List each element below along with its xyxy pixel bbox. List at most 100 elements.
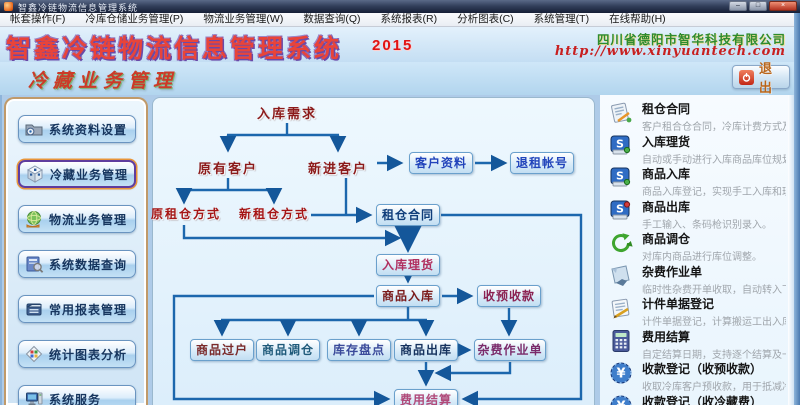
feature-rent-contract[interactable]: 租仓合同 客户租合仓合同，冷库计费方式及计费标准。 xyxy=(608,100,786,133)
flow-label-new-rent-mode: 新租仓方式 xyxy=(239,207,310,221)
company-url[interactable]: http://www.xinyuantech.com xyxy=(554,44,786,59)
s-box-red-icon: S xyxy=(610,200,631,220)
sidebar-item-system-data-setup[interactable]: 系统资料设置 xyxy=(18,115,136,143)
menu-data-query[interactable]: 数据查询(Q) xyxy=(303,13,361,25)
feature-inbound-tally[interactable]: S 入库理货 自动或手动进行入库商品库位规划。 xyxy=(608,133,786,166)
feature-desc: 临时性杂费开单收取，自动转入下期结算单。 xyxy=(642,285,786,296)
menu-cold-storage[interactable]: 冷库仓储业务管理(P) xyxy=(85,13,184,25)
sidebar-item-logistics[interactable]: 物流业务管理 xyxy=(18,205,136,233)
flow-label-existing-customer: 原有客户 xyxy=(197,162,258,177)
window-right-border xyxy=(794,13,800,405)
title-bar: 智鑫冷链物流信息管理系统 – □ × xyxy=(0,0,800,13)
panel-edge-strip xyxy=(788,95,794,405)
feature-desc: 计件单据登记，计算搬运工出入库工作量。 xyxy=(642,317,786,328)
feature-title: 商品出库 xyxy=(642,200,691,214)
menu-reports[interactable]: 系统报表(R) xyxy=(380,13,438,25)
feature-desc: 客户租合仓合同，冷库计费方式及计费标准。 xyxy=(642,122,786,133)
feature-piece-doc-register[interactable]: 计件单据登记 计件单据登记，计算搬运工出入库工作量。 xyxy=(608,295,786,328)
menu-system[interactable]: 系统管理(T) xyxy=(533,13,590,25)
chart-diamond-icon xyxy=(25,345,43,363)
flowchart-arrows xyxy=(172,123,583,405)
doc-pen-icon xyxy=(611,298,630,319)
folder-settings-icon xyxy=(25,124,43,136)
feature-title: 收款登记（收冷藏费） xyxy=(642,395,763,405)
banner-year: 2015 xyxy=(372,37,414,54)
sidebar-item-label: 系统服务 xyxy=(49,392,102,405)
window-title: 智鑫冷链物流信息管理系统 xyxy=(18,3,139,13)
feature-desc: 商品入库登记，实现手工入库和理货单导入。 xyxy=(642,187,786,198)
flow-box-stocktake[interactable]: 库存盘点 xyxy=(327,339,391,361)
exit-button[interactable]: 退出 xyxy=(732,62,790,96)
feature-desc: 收取冷库客户预收款，用于抵减冷藏费用。 xyxy=(642,382,786,393)
feature-goods-outbound[interactable]: S 商品出库 手工输入、条码枪识别录入。 xyxy=(608,198,786,231)
feature-list-panel: 租仓合同 客户租合仓合同，冷库计费方式及计费标准。 S 入库理货 自动或手动进行… xyxy=(600,95,788,405)
flow-box-misc-fee-order[interactable]: 杂费作业单 xyxy=(474,339,546,361)
app-logo-icon xyxy=(4,2,13,11)
menu-logistics[interactable]: 物流业务管理(W) xyxy=(203,13,284,25)
feature-title: 费用结算 xyxy=(642,330,691,344)
feature-title: 计件单据登记 xyxy=(642,297,715,311)
feature-receipt-advance[interactable]: ¥ 收款登记（收预收款） 收取冷库客户预收款，用于抵减冷藏费用。 xyxy=(608,360,786,393)
window-left-border xyxy=(0,95,2,405)
flow-box-quit-rent-account[interactable]: 退租帐号 xyxy=(510,152,574,174)
close-button[interactable]: × xyxy=(769,1,797,11)
menu-account[interactable]: 帐套操作(F) xyxy=(10,13,66,25)
calculator-icon xyxy=(612,330,630,352)
flow-box-goods-transfer[interactable]: 商品过户 xyxy=(190,339,254,361)
feature-title: 杂费作业单 xyxy=(642,265,703,279)
flow-box-goods-inbound[interactable]: 商品入库 xyxy=(376,285,440,307)
flow-label-inbound-demand: 入库需求 xyxy=(256,107,317,122)
sidebar-item-label: 系统数据查询 xyxy=(49,257,128,272)
sidebar-item-report-manage[interactable]: 常用报表管理 xyxy=(18,295,136,323)
sub-header: 冷藏业务管理 退出 xyxy=(0,62,800,96)
banner: 智鑫冷链物流信息管理系统 2015 四川省德阳市智华科技有限公司 http://… xyxy=(0,27,800,63)
sidebar-item-data-query[interactable]: 系统数据查询 xyxy=(18,250,136,278)
flow-box-inbound-tally[interactable]: 入库理货 xyxy=(376,254,440,276)
flow-box-customer-info[interactable]: 客户资料 xyxy=(409,152,473,174)
flow-box-rent-contract[interactable]: 租仓合同 xyxy=(376,204,440,226)
svg-text:S: S xyxy=(616,170,624,183)
feature-title: 收款登记（收预收款） xyxy=(642,362,763,376)
page-title: 冷藏业务管理 xyxy=(28,70,179,92)
exit-button-label: 退出 xyxy=(759,62,773,96)
flow-label-new-customer: 新进客户 xyxy=(307,162,368,177)
flow-box-goods-outbound[interactable]: 商品出库 xyxy=(394,339,458,361)
yen-coin-icon: ¥ xyxy=(610,395,632,405)
minimize-button[interactable]: – xyxy=(729,1,747,11)
sidebar-item-label: 系统资料设置 xyxy=(49,122,128,137)
flow-box-goods-relocate[interactable]: 商品调仓 xyxy=(256,339,320,361)
misc-paper-icon xyxy=(611,265,630,286)
svg-text:¥: ¥ xyxy=(616,367,625,382)
sidebar: 系统资料设置 冷藏业务管理 物流业务管理 系统数据查询 常用报表管理 统计图表分… xyxy=(4,97,148,405)
menu-charts[interactable]: 分析图表(C) xyxy=(457,13,514,25)
sidebar-item-label: 物流业务管理 xyxy=(49,212,128,227)
flow-box-fee-settlement[interactable]: 费用结算 xyxy=(394,389,458,405)
window-controls: – □ × xyxy=(729,1,797,11)
cube-icon xyxy=(26,165,44,183)
sidebar-item-label: 统计图表分析 xyxy=(49,347,128,362)
menu-help[interactable]: 在线帮助(H) xyxy=(609,13,666,25)
feature-misc-fee-order[interactable]: 杂费作业单 临时性杂费开单收取，自动转入下期结算单。 xyxy=(608,263,786,296)
yen-coin-icon: ¥ xyxy=(610,362,632,384)
sidebar-item-cold-business[interactable]: 冷藏业务管理 xyxy=(18,160,136,188)
sidebar-item-chart-analysis[interactable]: 统计图表分析 xyxy=(18,340,136,368)
feature-desc: 自定结算日期，支持逐个结算及一键全结。 xyxy=(642,350,786,361)
feature-desc: 手工输入、条码枪识别录入。 xyxy=(642,220,772,231)
svg-text:S: S xyxy=(616,203,624,216)
flow-box-advance-payment[interactable]: 收预收款 xyxy=(477,285,541,307)
computer-icon xyxy=(26,392,43,405)
feature-goods-relocate[interactable]: 商品调仓 对库内商品进行库位调整。 xyxy=(608,230,786,263)
flow-label-old-rent-mode: 原租仓方式 xyxy=(151,207,222,221)
maximize-button[interactable]: □ xyxy=(749,1,767,11)
feature-goods-inbound[interactable]: S 商品入库 商品入库登记，实现手工入库和理货单导入。 xyxy=(608,165,786,198)
contract-icon xyxy=(611,102,632,123)
s-box-green-icon: S xyxy=(610,135,631,155)
feature-title: 租仓合同 xyxy=(642,102,691,116)
feature-fee-settlement[interactable]: 费用结算 自定结算日期，支持逐个结算及一键全结。 xyxy=(608,328,786,361)
feature-desc: 自动或手动进行入库商品库位规划。 xyxy=(642,155,786,166)
sidebar-item-system-service[interactable]: 系统服务 xyxy=(18,385,136,405)
feature-title: 入库理货 xyxy=(642,135,691,149)
s-box-green-icon: S xyxy=(610,167,631,187)
globe-hand-icon xyxy=(26,211,41,228)
feature-receipt-storage-fee[interactable]: ¥ 收款登记（收冷藏费） xyxy=(608,393,786,405)
